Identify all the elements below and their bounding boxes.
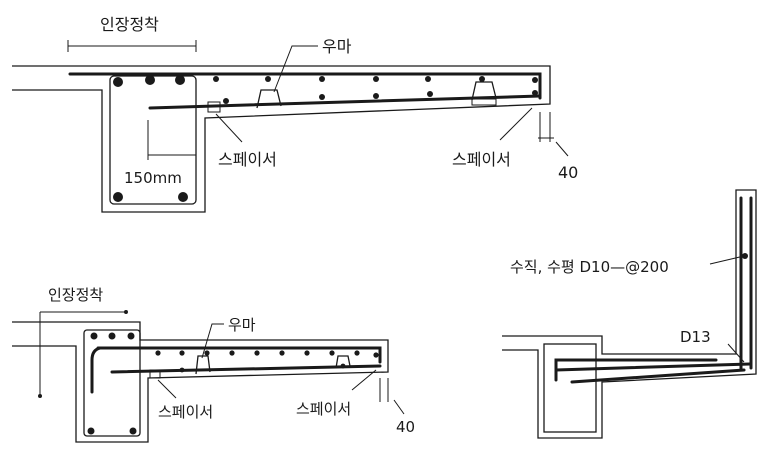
spacer-leader <box>499 107 533 141</box>
dist-bar <box>532 90 538 96</box>
beam-bar <box>145 75 155 85</box>
dist-bar <box>319 94 325 100</box>
br-concrete-outline <box>502 189 757 439</box>
spacer-label: 스페이서 <box>158 403 213 421</box>
slab-rebar <box>554 362 752 372</box>
anchorage-label: 인장정착 <box>48 286 103 304</box>
top-bottom-rebar <box>148 94 542 110</box>
bl-concrete-outline <box>12 321 389 443</box>
dist-bar <box>532 77 538 83</box>
dist-bar <box>427 91 433 97</box>
dist-bar <box>223 98 229 104</box>
dist-bar <box>373 93 379 99</box>
spacer-block <box>149 369 161 379</box>
slab-rebar <box>554 358 718 382</box>
d13-label: D13 <box>680 328 711 346</box>
dist-bar <box>373 76 379 82</box>
chair-leader <box>273 45 318 93</box>
beam-bar <box>178 192 188 202</box>
top-main-rebar <box>68 72 542 100</box>
chair <box>335 355 351 369</box>
chair <box>256 89 282 109</box>
slab-rebar <box>570 368 746 384</box>
width-150-label: 150mm <box>124 169 182 187</box>
bl-beam-stirrup <box>83 329 141 437</box>
spacer-block <box>207 101 221 113</box>
dist-bar <box>479 76 485 82</box>
spacer-block <box>471 98 497 106</box>
anchorage-label: 인장정착 <box>100 15 159 34</box>
dist-bar <box>265 76 271 82</box>
cover-label: 40 <box>558 163 578 182</box>
top-slab-detail: 인장정착 우마 150mm 스페이서 스페이서 40 <box>12 15 578 213</box>
spacer-label: 스페이서 <box>452 150 511 169</box>
dist-bar <box>319 76 325 82</box>
beam-bar <box>113 192 123 202</box>
bl-top-rebar <box>96 346 382 364</box>
chair-label: 우마 <box>322 37 352 56</box>
bl-hook-bar <box>90 346 132 394</box>
wall-slab-detail: 수직, 수평 D10—@200 D13 <box>502 189 757 439</box>
top-concrete-outline <box>12 65 551 213</box>
spacer-leader <box>215 113 243 143</box>
bottom-slab-detail: 인장정착 우마 스페이서 스페이서 40 <box>12 286 415 443</box>
beam-bar <box>175 75 185 85</box>
chair-label: 우마 <box>228 316 256 334</box>
spacer-label: 스페이서 <box>296 400 351 418</box>
vh-rebar-label: 수직, 수평 D10—@200 <box>510 258 669 276</box>
dist-bar <box>425 76 431 82</box>
cover-label: 40 <box>396 418 415 436</box>
dist-bar <box>213 76 219 82</box>
beam-bar <box>113 77 123 87</box>
spacer-label: 스페이서 <box>218 150 277 169</box>
chair <box>471 81 497 101</box>
br-beam-stirrup <box>543 343 597 433</box>
bl-bottom-rebar <box>110 364 382 374</box>
